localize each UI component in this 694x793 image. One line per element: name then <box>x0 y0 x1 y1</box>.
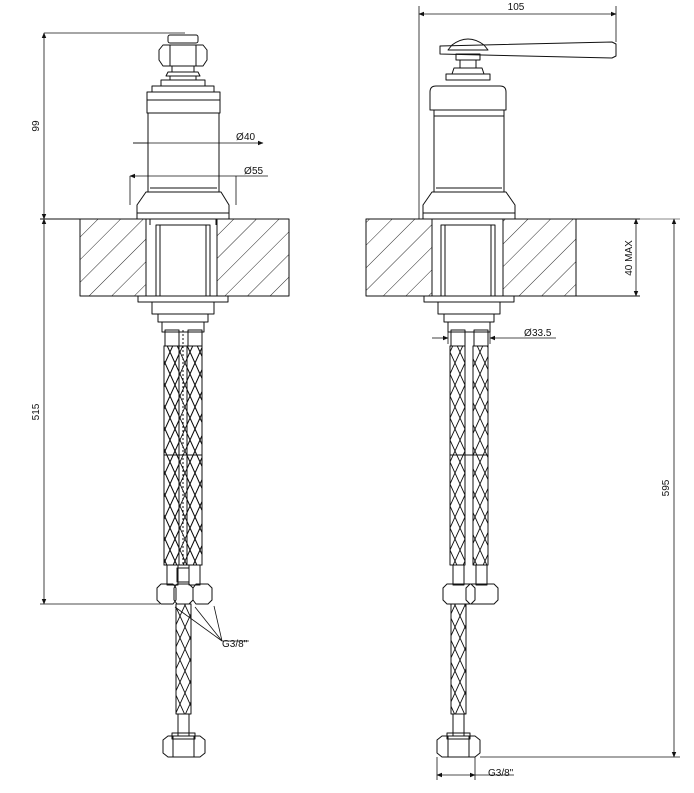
dim-flange-diameter: 55 <box>252 166 264 177</box>
dim-side-connection-thread: G3/8" <box>488 768 514 779</box>
dim-overall-height: 595 <box>661 479 672 496</box>
dim-hose-length: 515 <box>31 403 42 420</box>
side-view <box>365 6 680 780</box>
dimension-labels: 99 Ø 40 Ø 55 515 G3/8" 105 40 MAX Ø 33.5… <box>31 2 672 779</box>
diameter-symbol-40: Ø <box>236 132 244 143</box>
front-dimensions <box>40 32 268 642</box>
dim-handle-reach: 105 <box>508 2 525 13</box>
side-dimensions <box>418 6 680 780</box>
side-shank <box>423 224 515 333</box>
side-deck-section <box>365 218 640 297</box>
side-hoses <box>436 329 499 758</box>
side-lever-handle <box>439 38 617 81</box>
dim-height-above-deck: 99 <box>31 120 42 132</box>
side-body <box>422 85 516 220</box>
front-deck-section <box>40 218 290 297</box>
dim-deck-thickness-max: 40 MAX <box>624 240 635 276</box>
dim-body-diameter: 40 <box>244 132 256 143</box>
dim-front-connection-thread: G3/8" <box>222 639 248 650</box>
front-handle-cap <box>151 34 215 93</box>
front-body <box>136 91 230 220</box>
front-view <box>40 32 290 758</box>
diameter-symbol-33-5: Ø <box>524 328 532 339</box>
front-hoses <box>156 329 213 758</box>
diameter-symbol-55: Ø <box>244 166 252 177</box>
dim-shank-diameter: 33.5 <box>532 328 552 339</box>
